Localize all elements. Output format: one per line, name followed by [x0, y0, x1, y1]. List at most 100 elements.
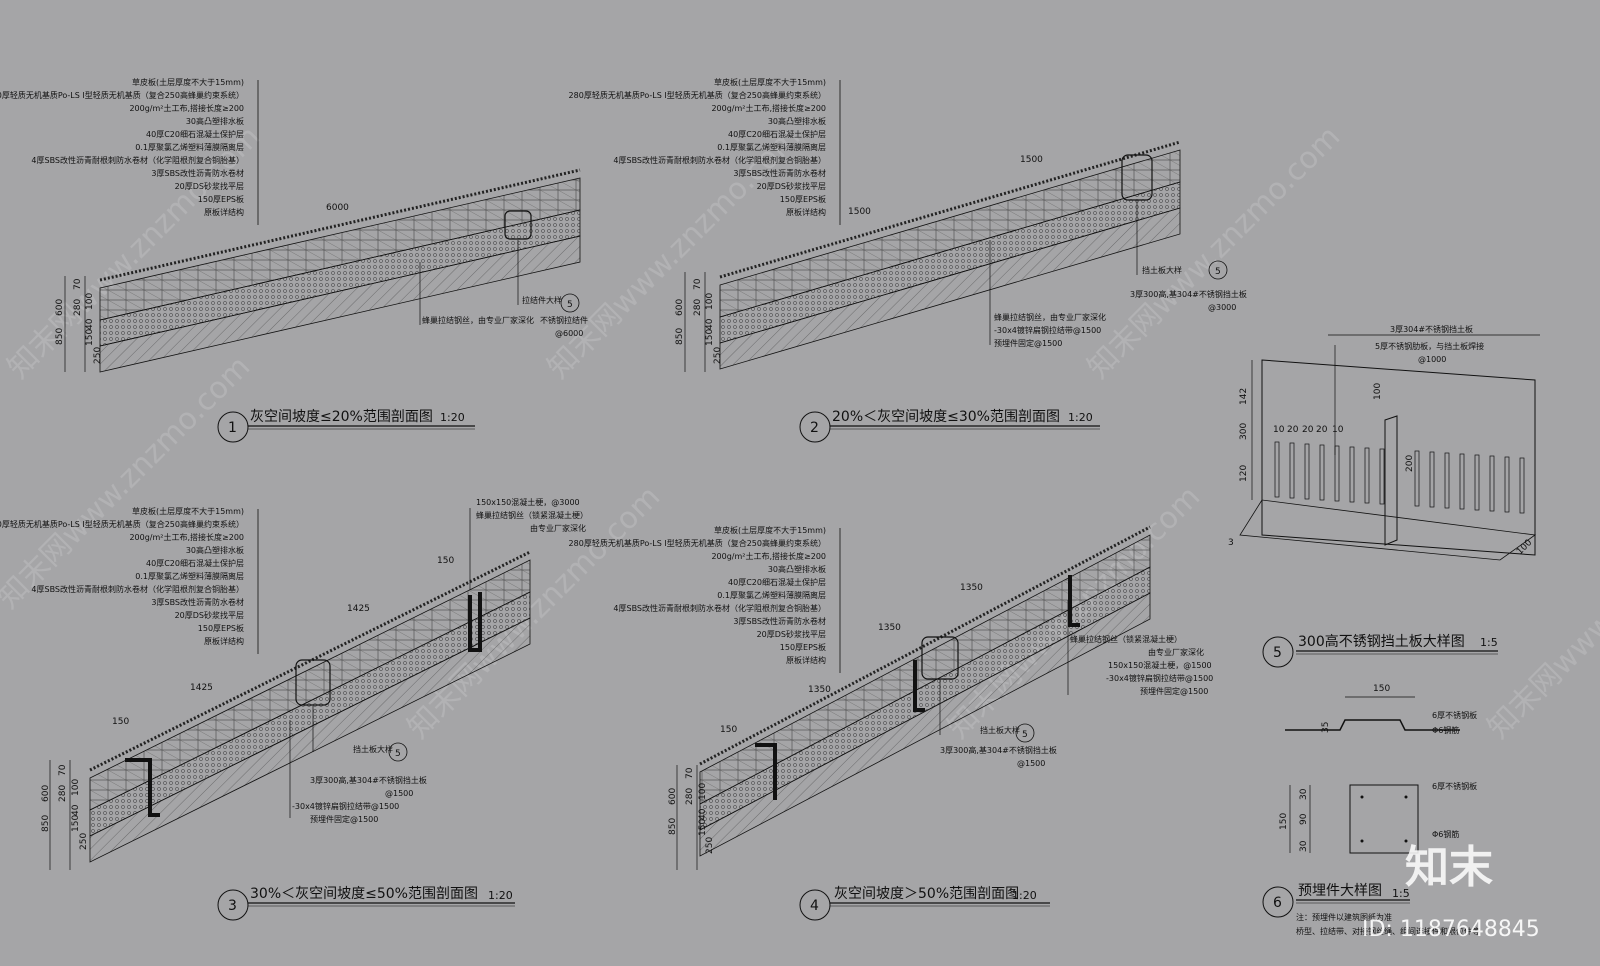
- callout: 蜂巢拉结钢丝，由专业厂家深化: [422, 315, 534, 325]
- dim-label: 280: [685, 788, 695, 805]
- callout: -30x4镀锌扁钢拉结带@1500: [292, 801, 399, 811]
- layer-label-list: 草皮板(土层厚度不大于15mm) 280厚轻质无机基质Po-LS Ⅰ型轻质无机基…: [569, 525, 841, 673]
- dim-label: 1350: [808, 685, 831, 695]
- layer-label: 3厚SBS改性沥青防水卷材: [733, 616, 826, 626]
- image-id-label: ID: 1187648845: [1362, 917, 1540, 942]
- callouts: 蜂巢拉结钢丝，由专业厂家深化 拉结件大样 5 不锈钢拉结件 @6000: [419, 240, 588, 338]
- dim-label: 100: [85, 293, 95, 310]
- dim-label: 70: [685, 767, 695, 779]
- layer-label: 草皮板(土层厚度不大于15mm): [132, 77, 244, 87]
- layer-label: 200g/m²土工布,搭接长度≥200: [129, 103, 244, 113]
- callout: @1500: [1017, 759, 1045, 768]
- detail-scale: 1:5: [1480, 636, 1498, 649]
- section-title: 3 30%＜灰空间坡度≤50%范围剖面图 1:20: [217, 885, 515, 921]
- section-number: 4: [810, 898, 819, 914]
- watermark: 知末网www.znzmo.com: [1481, 479, 1600, 745]
- dim-label: 70: [58, 764, 68, 776]
- dim-label: 1425: [347, 604, 370, 614]
- dim-label: 1500: [848, 207, 871, 217]
- layer-label: 4厚SBS改性沥青耐根刺防水卷材（化学阻根剂复合铜胎基）: [31, 584, 244, 594]
- dim-label: 250: [705, 837, 715, 854]
- dim-label: 10: [1332, 425, 1344, 435]
- layer-label-list: 草皮板(土层厚度不大于15mm) 280厚轻质无机基质Po-LS Ⅰ型轻质无机基…: [569, 77, 841, 225]
- section-title-text: 30%＜灰空间坡度≤50%范围剖面图: [250, 885, 478, 902]
- dim-label: 1500: [1020, 155, 1043, 165]
- callouts: 挡土板大样 5 3厚300高,基304#不锈钢挡土板 @3000 蜂巢拉结钢丝，…: [989, 200, 1247, 348]
- layer-label: 40厚C20细石混凝土保护层: [728, 129, 826, 139]
- detail-ref: 5: [1022, 730, 1028, 740]
- callout: 蜂巢拉结钢丝（锁紧混凝土梗）: [476, 510, 588, 520]
- callout: 挡土板大样: [980, 725, 1020, 735]
- dim-label: 1350: [878, 623, 901, 633]
- callout: 挡土板大样: [1142, 265, 1182, 275]
- layer-label: 30高凸塑排水板: [768, 564, 826, 574]
- layer-label: 4厚SBS改性沥青耐根刺防水卷材（化学阻根剂复合铜胎基）: [613, 155, 826, 165]
- detail-label: 6厚不锈钢板: [1432, 710, 1477, 720]
- callout: 蜂巢拉结钢丝（锁紧混凝土梗）: [1070, 634, 1182, 644]
- detail-label: @1000: [1418, 355, 1446, 364]
- dim-label: 35: [1321, 722, 1331, 733]
- layer-label: 30高凸塑排水板: [186, 545, 244, 555]
- dim-label: 600: [55, 299, 65, 316]
- callout: 由专业厂家深化: [530, 523, 586, 533]
- callout: 3厚300高,基304#不锈钢挡土板: [940, 745, 1057, 755]
- dim-label: 10: [1273, 425, 1285, 435]
- layer-label: 200g/m²土工布,搭接长度≥200: [129, 532, 244, 542]
- layer-label: 草皮板(土层厚度不大于15mm): [132, 506, 244, 516]
- detail-scale: 1:5: [1392, 887, 1410, 900]
- section-2: 草皮板(土层厚度不大于15mm) 280厚轻质无机基质Po-LS Ⅰ型轻质无机基…: [569, 77, 1247, 443]
- dim-label: 30: [1299, 788, 1309, 800]
- callout: 150x150混凝土梗，@1500: [1108, 660, 1212, 670]
- section-title-text: 灰空间坡度≤20%范围剖面图: [250, 408, 433, 425]
- callouts: 挡土板大样 5 3厚300高,基304#不锈钢挡土板 @1500 -30x4镀锌…: [289, 706, 427, 824]
- dim-label: 280: [693, 299, 703, 316]
- side-dims: 70 280 600 850 100 40 150 250: [55, 276, 103, 372]
- dim-label: 300: [1239, 423, 1249, 440]
- callout: -30x4镀锌扁钢拉结带@1500: [1106, 673, 1213, 683]
- layer-label: 280厚轻质无机基质Po-LS Ⅰ型轻质无机基质（复合250高蜂巢约束系统）: [569, 90, 826, 100]
- section-title-text: 20%＜灰空间坡度≤30%范围剖面图: [832, 408, 1060, 425]
- steel-slots: [1274, 441, 1525, 514]
- callout: 拉结件大样: [522, 295, 562, 305]
- section-1: 草皮板(土层厚度不大于15mm) 280厚轻质无机基质Po-LS Ⅰ型轻质无机基…: [0, 77, 588, 443]
- layer-label: 草皮板(土层厚度不大于15mm): [714, 77, 826, 87]
- section-title: 4 灰空间坡度＞50%范围剖面图 1:20: [799, 885, 1050, 921]
- detail-5: 3厚304#不锈钢挡土板 5厚不锈钢肋板，与挡土板焊接 @1000 142 30…: [1228, 324, 1540, 668]
- callouts: 蜂巢拉结钢丝（锁紧混凝土梗） 由专业厂家深化 150x150混凝土梗，@1500…: [939, 600, 1213, 768]
- detail-title: 5 300高不锈钢挡土板大样图 1:5: [1262, 633, 1498, 668]
- layer-label: 200g/m²土工布,搭接长度≥200: [711, 103, 826, 113]
- layer-label-list: 草皮板(土层厚度不大于15mm) 280厚轻质无机基质Po-LS Ⅰ型轻质无机基…: [0, 77, 259, 225]
- layer-label: 30高凸塑排水板: [768, 116, 826, 126]
- callout: 由专业厂家深化: [1148, 647, 1204, 657]
- detail-note: 注：预埋件以建筑图纸为准: [1296, 912, 1392, 922]
- detail-label: 6厚不锈钢板: [1432, 781, 1477, 791]
- callout: @1500: [385, 789, 413, 798]
- dim-label: 280: [73, 299, 83, 316]
- callout: @6000: [555, 329, 583, 338]
- dim-label: 20: [1302, 425, 1314, 435]
- detail-ref: 5: [395, 749, 401, 759]
- callout: 3厚300高,基304#不锈钢挡土板: [1130, 289, 1247, 299]
- dim-label: 150: [698, 819, 708, 836]
- dim-label: 850: [675, 328, 685, 345]
- layer-label: 4厚SBS改性沥青耐根刺防水卷材（化学阻根剂复合铜胎基）: [613, 603, 826, 613]
- dim-label: 250: [713, 347, 723, 364]
- detail-label: Φ6钢筋: [1432, 829, 1459, 839]
- callout: 3厚300高,基304#不锈钢挡土板: [310, 775, 427, 785]
- dim-label: 120: [1239, 465, 1249, 482]
- dim-label: 600: [668, 788, 678, 805]
- section-scale: 1:20: [440, 411, 465, 424]
- detail-note: 桥型、拉结带、对接钢丝绳、组间连接件和限位件等: [1296, 926, 1480, 936]
- dim-label: 250: [93, 347, 103, 364]
- dim-label: 100: [705, 293, 715, 310]
- dim-label: 100: [698, 783, 708, 800]
- detail-label: Φ6钢筋: [1432, 725, 1459, 735]
- dim-label: 600: [41, 785, 51, 802]
- layer-label: 200g/m²土工布,搭接长度≥200: [711, 551, 826, 561]
- layer-label: 280厚轻质无机基质Po-LS Ⅰ型轻质无机基质（复合250高蜂巢约束系统）: [0, 519, 244, 529]
- layer-label: 0.1厚聚氯乙烯塑料薄膜隔离层: [135, 571, 244, 581]
- dim-label: 150: [1279, 813, 1289, 830]
- section-title: 2 20%＜灰空间坡度≤30%范围剖面图 1:20: [799, 408, 1100, 443]
- layer-label: 280厚轻质无机基质Po-LS Ⅰ型轻质无机基质（复合250高蜂巢约束系统）: [569, 538, 826, 548]
